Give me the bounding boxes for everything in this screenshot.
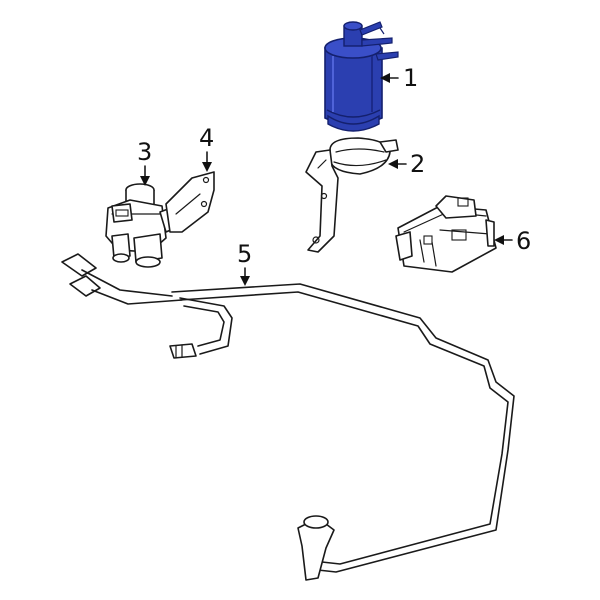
callout-4: 4 — [199, 124, 214, 172]
part-3-purge-valve[interactable] — [105, 183, 181, 268]
callout-2: 2 — [388, 150, 425, 178]
callout-4-label: 4 — [199, 124, 214, 152]
part-4-valve-bracket[interactable] — [165, 171, 215, 233]
part-5-hose-assembly[interactable] — [61, 253, 515, 581]
callout-5: 5 — [237, 240, 252, 286]
callout-1-label: 1 — [403, 64, 418, 92]
callout-5-label: 5 — [237, 240, 252, 268]
part-2-canister-bracket[interactable] — [305, 137, 399, 253]
part-1-canister[interactable] — [324, 21, 399, 132]
callout-1: 1 — [380, 64, 418, 92]
part-6-control-module[interactable] — [395, 195, 497, 273]
callout-6-label: 6 — [516, 227, 531, 255]
callout-3: 3 — [137, 138, 152, 186]
callout-3-label: 3 — [137, 138, 152, 166]
callout-6: 6 — [494, 227, 531, 255]
callout-2-label: 2 — [410, 150, 425, 178]
